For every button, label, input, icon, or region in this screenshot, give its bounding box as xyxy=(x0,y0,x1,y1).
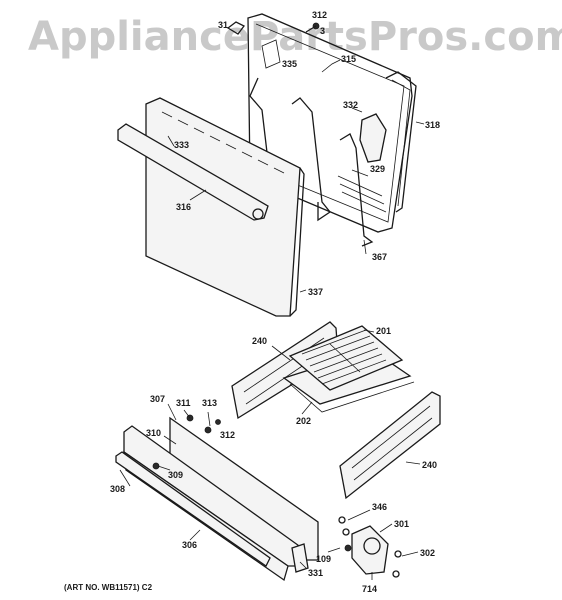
oven-door-assembly xyxy=(117,13,417,317)
label-109: 109 xyxy=(316,554,331,564)
label-3a: 3 xyxy=(320,26,325,36)
side-panel-240-right xyxy=(339,391,441,500)
rail-end-331 xyxy=(291,543,309,573)
label-714: 714 xyxy=(362,584,377,594)
outer-door-panel xyxy=(145,97,301,317)
label-333: 333 xyxy=(174,140,189,150)
label-367: 367 xyxy=(372,252,387,262)
part-labels: 312 31 3 335 315 318 332 333 329 316 367… xyxy=(110,10,440,594)
broiler-grid-slots xyxy=(301,329,387,385)
label-301: 301 xyxy=(394,519,409,529)
door-vent-slots xyxy=(161,111,285,174)
screw-302b xyxy=(392,570,400,578)
label-331: 331 xyxy=(308,568,323,578)
label-318: 318 xyxy=(425,120,440,130)
door-handle xyxy=(117,123,269,221)
label-332: 332 xyxy=(343,100,358,110)
clip-335 xyxy=(261,39,281,69)
label-307: 307 xyxy=(150,394,165,404)
art-number-caption: (ART NO. WB11571) C2 xyxy=(64,583,153,592)
label-310: 310 xyxy=(146,428,161,438)
door-gasket-318 xyxy=(385,71,417,213)
drawer-assembly xyxy=(115,414,402,582)
handle-end-cap xyxy=(252,208,264,220)
label-312-top: 312 xyxy=(312,10,327,20)
label-202: 202 xyxy=(296,416,311,426)
roller-bracket-301 xyxy=(351,525,389,575)
label-302: 302 xyxy=(420,548,435,558)
door-inner-frame-edge xyxy=(255,23,405,223)
drawer-handle xyxy=(115,451,271,567)
label-240-top: 240 xyxy=(252,336,267,346)
label-346: 346 xyxy=(372,502,387,512)
label-311: 311 xyxy=(176,398,191,408)
label-31x: 31 xyxy=(218,20,228,30)
label-315: 315 xyxy=(341,54,356,64)
label-306: 306 xyxy=(182,540,197,550)
screw-312-shaft xyxy=(305,25,317,33)
label-309: 309 xyxy=(168,470,183,480)
label-240-bottom: 240 xyxy=(422,460,437,470)
screw-302a xyxy=(394,550,402,558)
door-inner-vent xyxy=(337,175,387,213)
outer-door-panel-side xyxy=(289,167,305,317)
hinge-rod-right xyxy=(339,133,374,247)
label-201: 201 xyxy=(376,326,391,336)
label-312-bottom: 312 xyxy=(220,430,235,440)
screw-313 xyxy=(215,419,221,425)
leader-lines xyxy=(119,59,425,580)
door-gasket-318-inner xyxy=(391,79,411,207)
broiler-pan-202-lip xyxy=(289,381,415,413)
washer-346a xyxy=(338,516,346,524)
hinge-bracket-332 xyxy=(359,113,387,163)
hinge-rod-mid xyxy=(291,97,331,222)
label-337: 337 xyxy=(308,287,323,297)
label-329: 329 xyxy=(370,164,385,174)
side-panel-240-right-detail xyxy=(351,405,433,481)
screw-109 xyxy=(344,544,352,552)
label-308: 308 xyxy=(110,484,125,494)
broiler-assembly xyxy=(231,321,441,500)
screw-312-bottom xyxy=(204,426,212,434)
washer-346b xyxy=(342,528,350,536)
clip-31x xyxy=(226,21,245,35)
watermark-text: AppliancePartsPros.com xyxy=(28,14,562,60)
roller-wheel xyxy=(363,537,381,555)
label-313: 313 xyxy=(202,398,217,408)
label-316: 316 xyxy=(176,202,191,212)
label-335: 335 xyxy=(282,59,297,69)
